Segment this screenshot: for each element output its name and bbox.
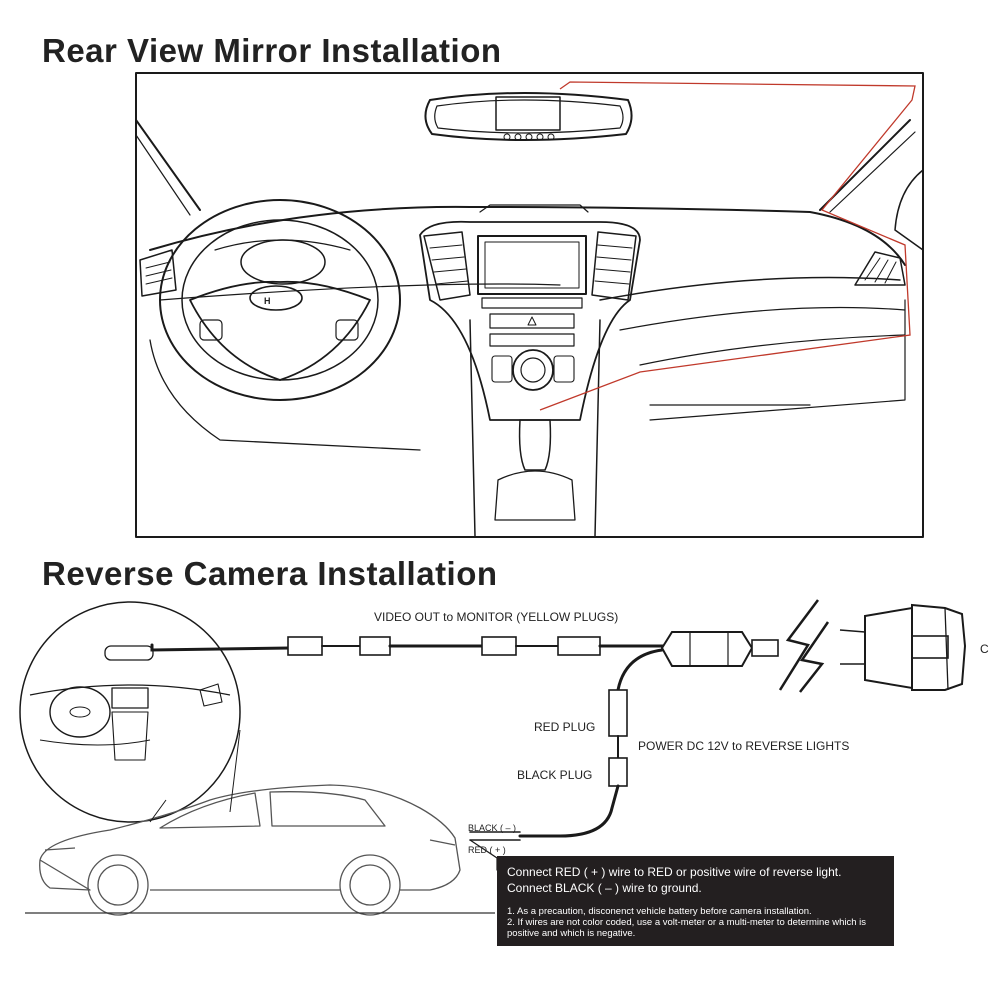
reverse-camera <box>839 603 967 691</box>
video-cable <box>150 636 674 656</box>
cable-junction <box>660 631 779 667</box>
black-wire-label: BLACK ( – ) <box>468 823 516 833</box>
note-item-2: 2. If wires are not color coded, use a v… <box>507 917 867 939</box>
break-symbol <box>778 599 830 693</box>
dashboard-illustration: H <box>135 72 924 538</box>
wire-route-line <box>539 81 916 411</box>
interior-inset <box>19 601 241 823</box>
red-plug-label: RED PLUG <box>534 720 595 734</box>
center-console <box>419 220 641 537</box>
note-item-1: 1. As a precaution, disconenct vehicle b… <box>507 906 812 917</box>
mirror-section-title: Rear View Mirror Installation <box>42 32 502 69</box>
power-cable <box>469 648 664 871</box>
steering-wheel: H <box>159 199 401 401</box>
camera-edge-label: C <box>980 642 989 656</box>
svg-text:H: H <box>264 296 271 306</box>
video-out-label: VIDEO OUT to MONITOR (YELLOW PLUGS) <box>374 610 618 624</box>
black-plug-label: BLACK PLUG <box>517 768 592 782</box>
power-label: POWER DC 12V to REVERSE LIGHTS <box>638 739 849 753</box>
red-wire-label: RED ( + ) <box>468 845 506 855</box>
note-main-text: Connect RED ( + ) wire to RED or positiv… <box>507 865 842 895</box>
rear-view-mirror <box>424 92 633 141</box>
car-illustration <box>25 784 495 916</box>
camera-section-title: Reverse Camera Installation <box>42 555 498 592</box>
installation-note-box: Connect RED ( + ) wire to RED or positiv… <box>497 856 894 946</box>
